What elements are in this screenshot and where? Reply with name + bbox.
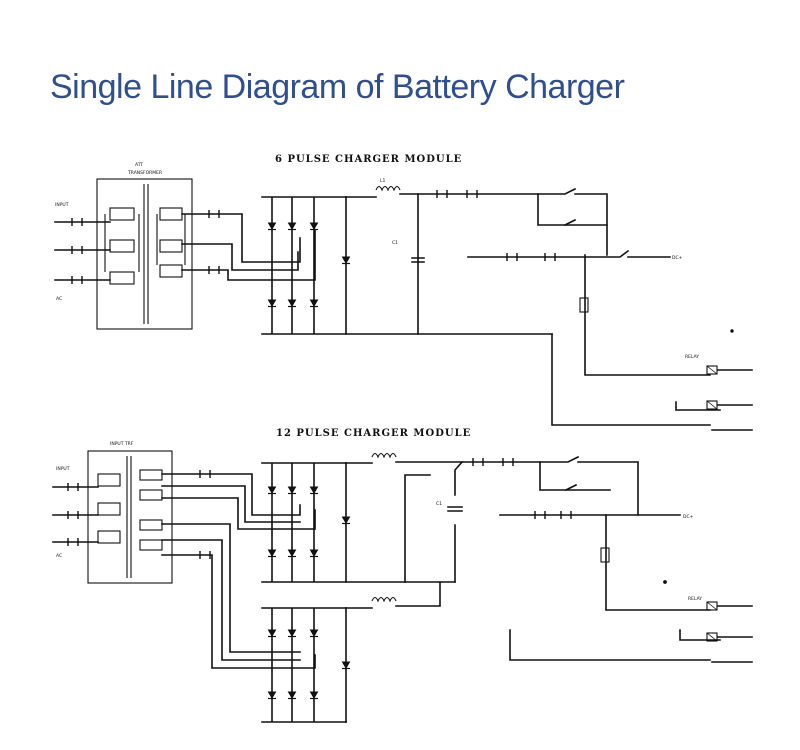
transformer-12p: INPUT TRF — [87, 441, 173, 584]
six-pulse-label: 6 PULSE CHARGER MODULE — [275, 154, 462, 165]
svg-text:RELAY: RELAY — [688, 596, 702, 602]
ac-input-6p: INPUT AC — [54, 202, 111, 302]
twelve-pulse-module: 12 PULSE CHARGER MODULE INPUT TRF INPUT … — [52, 329, 753, 723]
svg-text:AC: AC — [56, 553, 62, 559]
rectifier-bridge-6p — [261, 196, 347, 335]
slide-title: Single Line Diagram of Battery Charger — [50, 68, 625, 106]
svg-text:ATT: ATT — [135, 162, 143, 168]
transformer-6p: ATT TRANSFORMER — [96, 162, 193, 330]
svg-text:INPUT: INPUT — [56, 466, 70, 472]
svg-text:L1: L1 — [380, 178, 386, 184]
six-pulse-module: 6 PULSE CHARGER MODULE ATT TRANSFORMER I… — [54, 154, 753, 431]
svg-text:RELAY: RELAY — [685, 354, 699, 360]
rectifier-bridge-12p-upper — [261, 462, 347, 583]
svg-text:DC+: DC+ — [683, 514, 694, 520]
svg-text:TRANSFORMER: TRANSFORMER — [127, 170, 162, 176]
dc-output-6p: L1 C1 DC+ RELAY — [341, 178, 753, 431]
twelve-pulse-label: 12 PULSE CHARGER MODULE — [276, 428, 471, 439]
secondary-wiring-6p — [181, 209, 316, 281]
svg-text:AC: AC — [56, 296, 62, 302]
svg-text:INPUT: INPUT — [55, 202, 69, 208]
rectifier-bridge-12p-lower — [261, 607, 347, 723]
svg-text:DC+: DC+ — [672, 255, 683, 261]
ac-input-12p: INPUT AC — [52, 466, 99, 559]
svg-text:C1: C1 — [392, 240, 398, 246]
dc-output-12p: C1 DC+ RELAY — [341, 329, 753, 723]
svg-text:C1: C1 — [436, 501, 442, 507]
svg-text:INPUT TRF: INPUT TRF — [110, 441, 134, 447]
